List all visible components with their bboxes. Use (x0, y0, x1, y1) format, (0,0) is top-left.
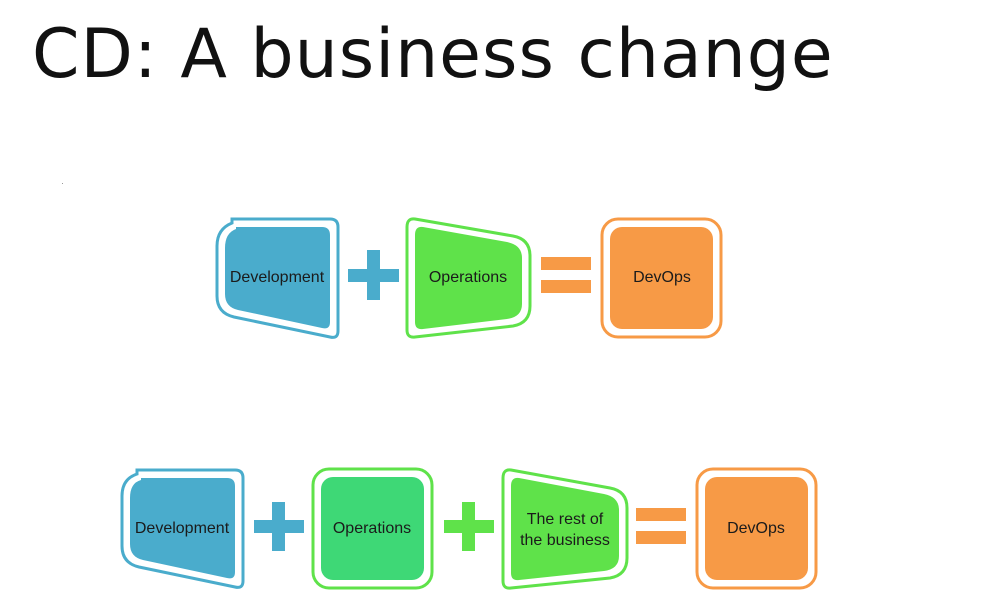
row2-equals-icon (636, 508, 686, 544)
row2-rest-of-business-box: The rest of the business (501, 468, 629, 590)
row1-devops-box: DevOps (600, 217, 723, 339)
row1-operations-label: Operations (429, 269, 507, 286)
slide-title: CD: A business change (32, 15, 834, 94)
row2-development-box: Development (120, 468, 245, 589)
row1-plus-icon (348, 250, 399, 300)
row2-plus-icon-1 (254, 502, 304, 551)
row1-development-label: Development (230, 269, 325, 286)
stray-dot (62, 183, 63, 184)
row1-equals-icon (541, 257, 591, 293)
row2-devops-label: DevOps (727, 520, 785, 537)
row2-development-label: Development (135, 520, 230, 537)
row2-operations-box: Operations (311, 467, 434, 590)
row2-rest-of-business-label-line1: The rest of (527, 511, 604, 528)
row2-rest-of-business-label-line2: the business (520, 532, 610, 549)
row2-operations-label: Operations (333, 520, 411, 537)
row1-operations-box: Operations (405, 217, 532, 339)
row2-plus-icon-2 (444, 502, 494, 551)
row1-devops-label: DevOps (633, 269, 691, 286)
row2-devops-box: DevOps (695, 467, 818, 590)
row1-development-box: Development (215, 217, 340, 339)
